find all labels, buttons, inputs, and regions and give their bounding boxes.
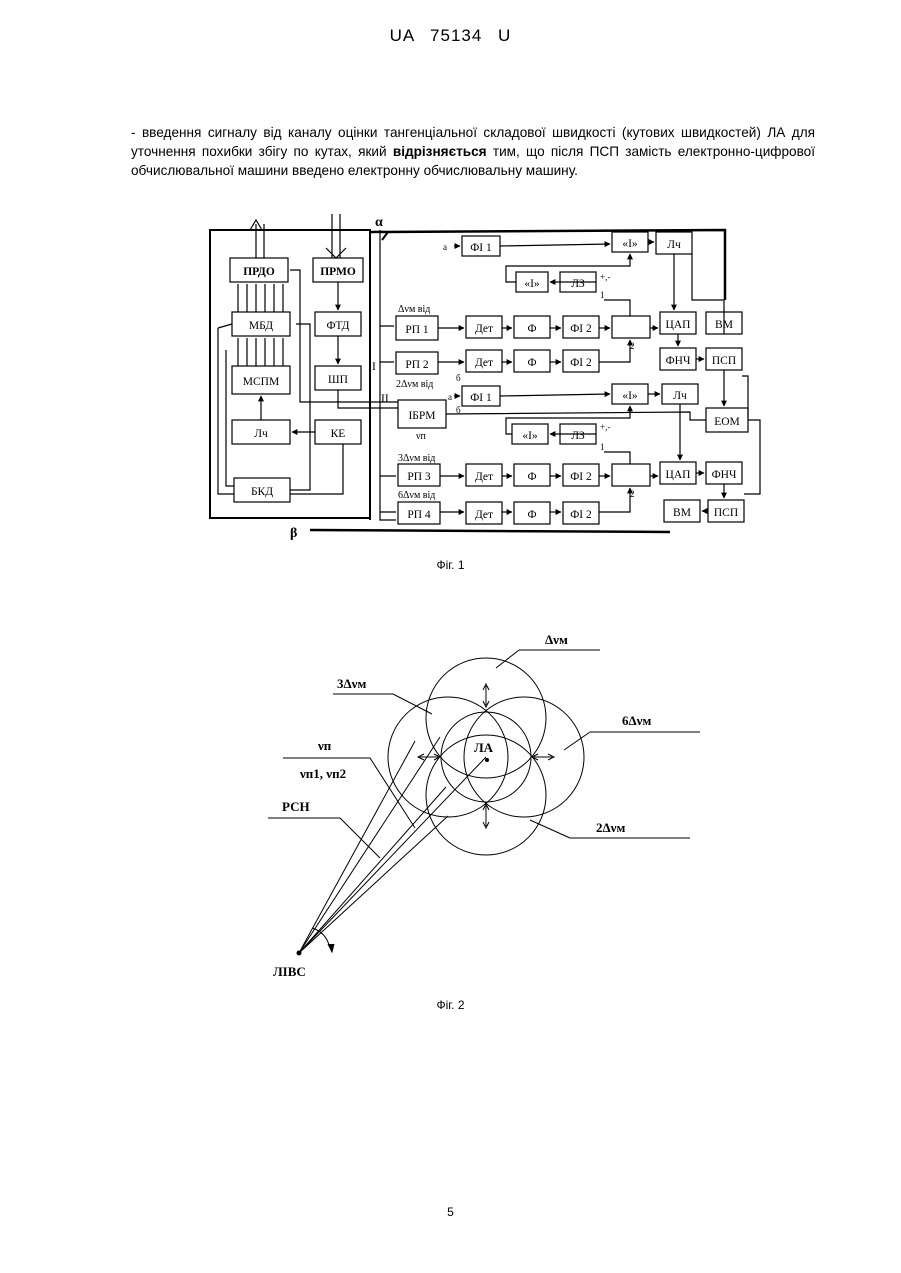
label-dvm3: 3Δνм <box>337 676 366 691</box>
label-mspm: МСПМ <box>243 376 279 388</box>
label-int-1: «І» <box>622 238 638 250</box>
label-prdo: ПРДО <box>243 266 275 278</box>
label-vm-2: ВМ <box>673 507 691 519</box>
label-f-4: Ф <box>527 509 536 521</box>
beta-bus <box>310 530 670 532</box>
label-det-4: Дет <box>475 509 493 521</box>
label-mbd: МБД <box>249 320 273 332</box>
label-lch-left: Лч <box>254 428 268 440</box>
label-vp: νп <box>317 738 332 753</box>
figure2-labels: Δνм 3Δνм 6Δνм 2Δνм νп νп1, νп2 РСН ЛА ЛІ… <box>273 632 651 979</box>
label-pm-1: +,- <box>600 272 610 282</box>
livs-point <box>297 951 302 956</box>
label-tsap-2: ЦАП <box>666 469 691 481</box>
label-livs: ЛІВС <box>273 964 306 979</box>
label-dv6: 6Δνм від <box>398 490 435 501</box>
label-rp1: РП 1 <box>405 324 429 336</box>
label-int-4: «І» <box>522 430 538 442</box>
label-roman-1: І <box>372 361 376 373</box>
label-one-1: 1 <box>600 290 605 300</box>
label-one-2: 1 <box>600 442 605 452</box>
figure1-caption: Фіг. 1 <box>0 558 901 572</box>
label-fnch-2: ФНЧ <box>712 469 737 481</box>
label-bkd: БКД <box>251 486 273 498</box>
label-eom: ЕОМ <box>714 416 740 428</box>
label-ftd: ФТД <box>327 320 350 332</box>
figure2-caption: Фіг. 2 <box>0 998 901 1012</box>
label-prmo: ПРМО <box>320 266 356 278</box>
label-lch-1: Лч <box>667 239 681 251</box>
label-two-2: 2 <box>630 489 635 499</box>
figure1-block-diagram <box>210 214 760 532</box>
label-rp4: РП 4 <box>407 509 431 521</box>
label-f-1: Ф <box>527 323 536 335</box>
block-switch-2 <box>612 464 650 486</box>
label-lch-2: Лч <box>673 390 687 402</box>
label-rp3: РП 3 <box>407 471 431 483</box>
label-f-3: Ф <box>527 471 536 483</box>
label-f-2: Ф <box>527 357 536 369</box>
label-shp: ШП <box>328 374 348 386</box>
label-int-2: «І» <box>524 278 540 290</box>
page-number: 5 <box>0 1205 901 1219</box>
label-b-2: б <box>456 405 461 415</box>
label-psp-2: ПСП <box>714 507 738 519</box>
label-psp-1: ПСП <box>712 355 736 367</box>
figure2-diagram <box>268 650 700 953</box>
label-det-1: Дет <box>475 323 493 335</box>
label-dv3: 3Δνм від <box>398 453 435 464</box>
label-rsn: РСН <box>282 799 310 814</box>
label-det-2: Дет <box>475 357 493 369</box>
label-fi2-1: ФІ 2 <box>570 323 592 335</box>
label-vn: νп <box>416 431 427 442</box>
label-pm-2: +,- <box>600 422 610 432</box>
label-two-1: 2 <box>630 341 635 351</box>
label-alpha: α <box>375 215 383 230</box>
label-lz-2: ЛЗ <box>571 430 585 442</box>
label-dvm: Δνм <box>545 632 568 647</box>
label-roman-2: ІІ <box>381 393 389 405</box>
label-det-3: Дет <box>475 471 493 483</box>
label-dv: Δνм від <box>398 304 430 315</box>
label-int-3: «І» <box>622 390 638 402</box>
label-fi2-4: ФІ 2 <box>570 509 592 521</box>
label-vm-1: ВМ <box>715 319 733 331</box>
label-ke: КЕ <box>331 428 346 440</box>
label-vp12: νп1, νп2 <box>299 766 346 781</box>
label-fnch-1: ФНЧ <box>666 355 691 367</box>
label-a-2: а <box>448 392 452 402</box>
label-dvm6: 6Δνм <box>622 713 651 728</box>
la-point <box>485 758 489 762</box>
label-ibrm: ІБРМ <box>408 410 435 422</box>
label-a-1: а <box>443 242 447 252</box>
label-la: ЛА <box>474 740 494 755</box>
label-fi2-3: ФІ 2 <box>570 471 592 483</box>
block-switch-1 <box>612 316 650 338</box>
circle-right <box>464 697 584 817</box>
label-fi1-mid: ФІ 1 <box>470 392 492 404</box>
label-fi2-2: ФІ 2 <box>570 357 592 369</box>
figure1-labels: ПРДО ПРМО МБД ФТД МСПМ ШП Лч КЕ БКД РП 1… <box>243 215 740 541</box>
label-rp2: РП 2 <box>405 359 429 371</box>
label-lz-1: ЛЗ <box>571 278 585 290</box>
label-dvm2: 2Δνм <box>596 820 625 835</box>
label-dv2: 2Δνм від <box>396 379 433 390</box>
label-tsap-1: ЦАП <box>666 319 691 331</box>
label-beta: β <box>290 526 297 541</box>
label-fi1-top: ФІ 1 <box>470 242 492 254</box>
label-b-1: б <box>456 373 461 383</box>
